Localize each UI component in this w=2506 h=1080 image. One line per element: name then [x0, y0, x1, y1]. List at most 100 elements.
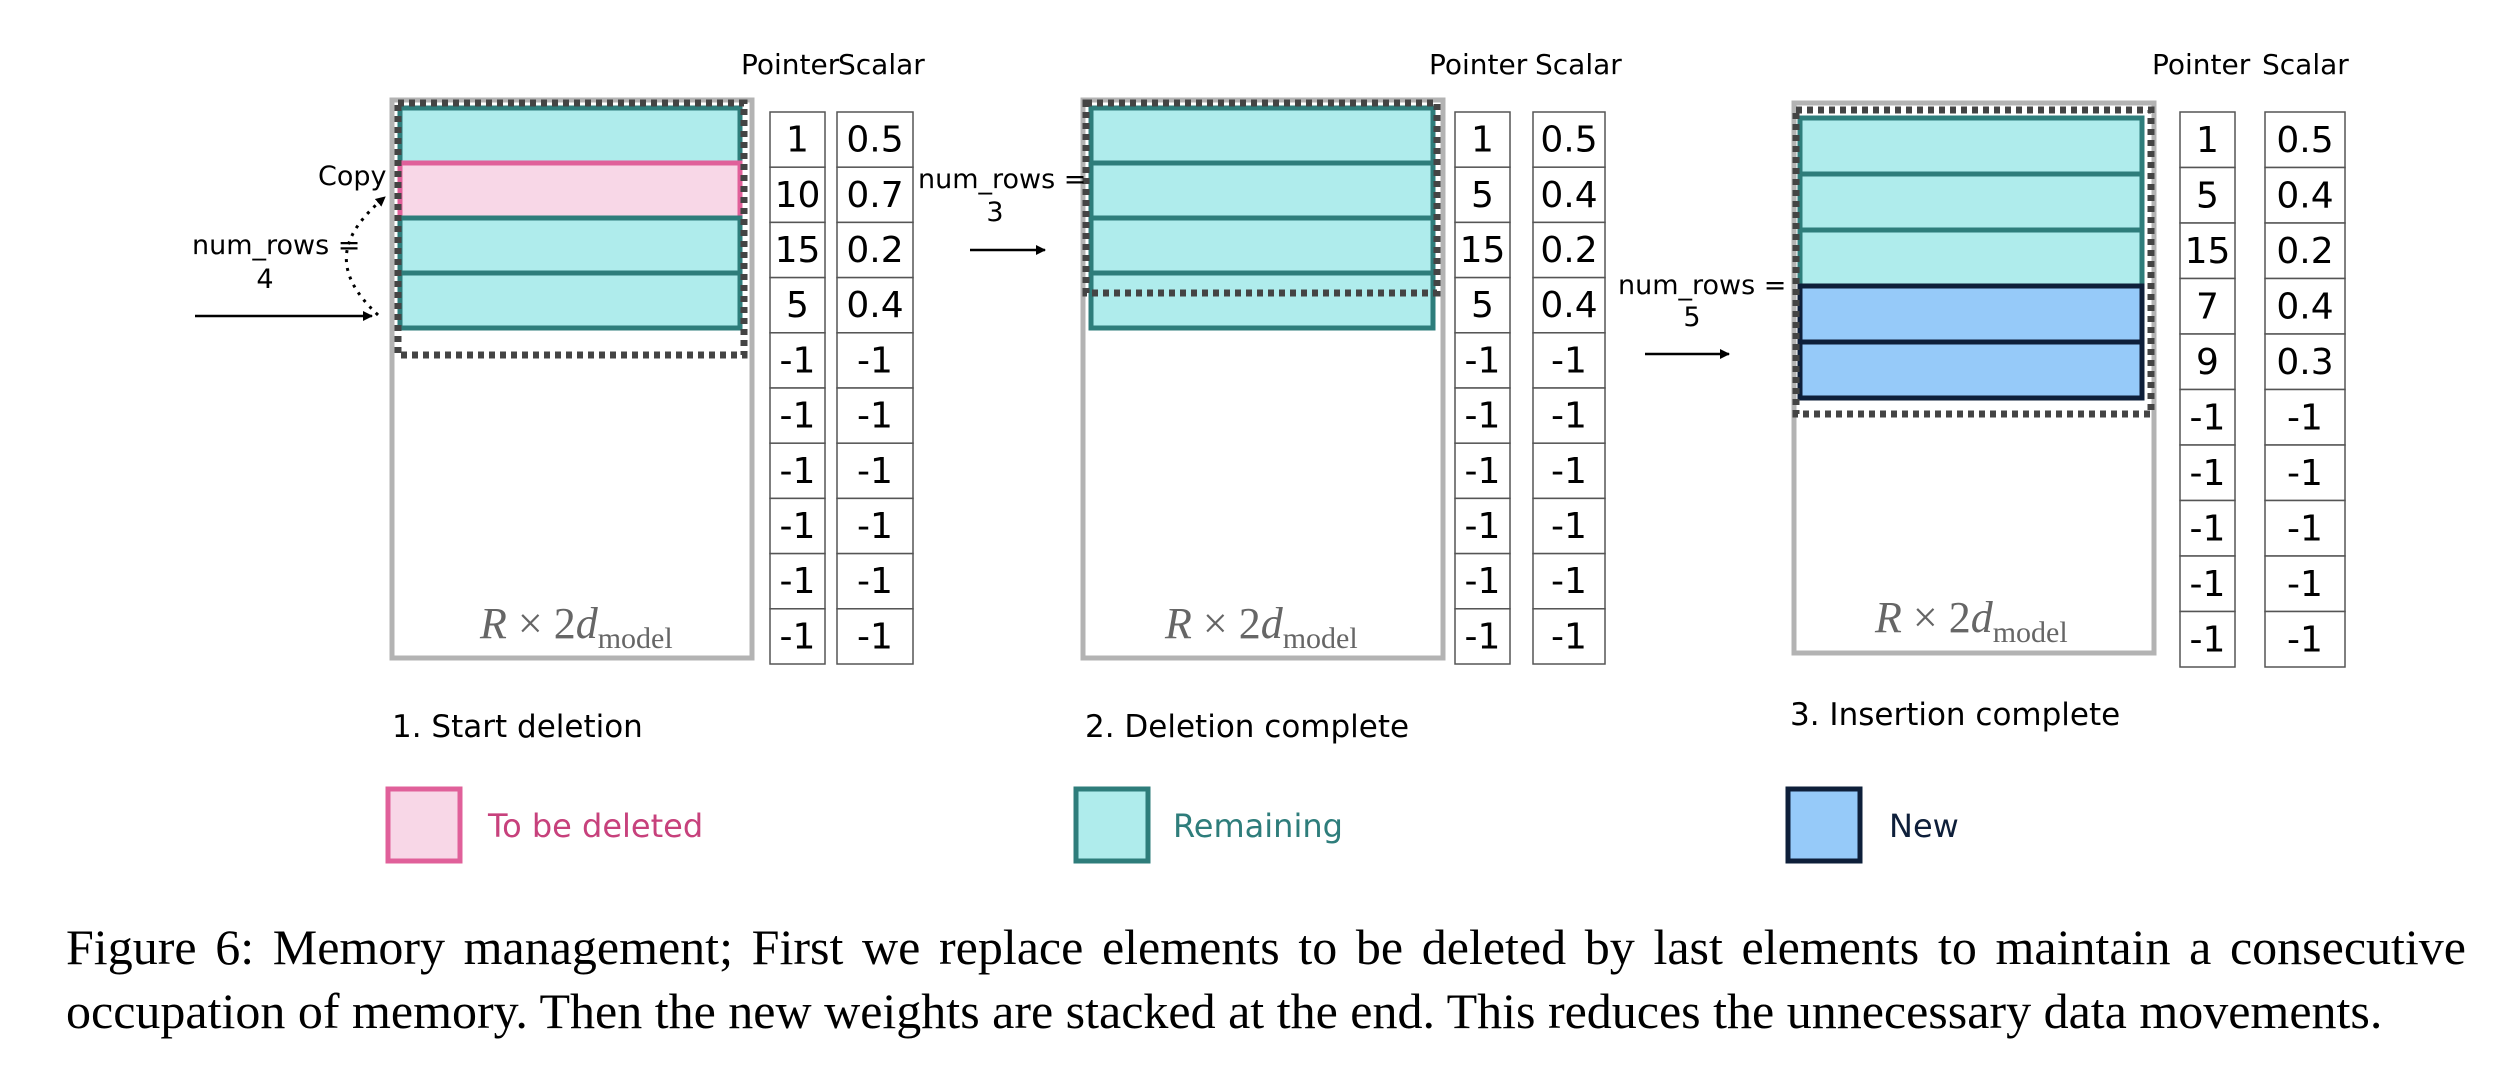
scalar-cell	[836, 387, 914, 444]
pointer-cell	[769, 442, 826, 500]
pointer-value: -1	[2190, 508, 2226, 549]
pointer-cell	[769, 166, 826, 224]
memory-frame	[389, 97, 755, 661]
pointer-value: 1	[1471, 120, 1494, 161]
scalar-cell	[1532, 111, 1606, 168]
num-rows-label: num_rows =	[918, 164, 1086, 195]
num-rows-label: num_rows =	[192, 230, 360, 261]
scalar-value: 0.4	[1540, 285, 1597, 326]
scalar-value: 0.2	[1540, 230, 1597, 271]
legend-item-to-be-deleted: To be deleted	[385, 786, 703, 864]
pointer-cell	[2179, 333, 2236, 391]
scalar-cell	[1532, 608, 1606, 665]
scalar-value: -1	[2287, 508, 2323, 549]
pointer-cell	[769, 387, 826, 444]
pointer-header: Pointer	[1429, 48, 1528, 81]
scalar-value: 0.4	[2276, 175, 2333, 216]
panel-insertion-complete: Pointer Scalar R × 2dmodel 151579-1-1-1-…	[1618, 48, 2349, 733]
pointer-cell	[1454, 166, 1511, 224]
figure-caption: Figure 6: Memory management; First we re…	[66, 919, 2466, 1039]
memory-rows	[397, 105, 743, 331]
memory-row-new	[1797, 283, 2145, 345]
scalar-cell	[1532, 221, 1606, 279]
scalar-cell	[836, 111, 914, 168]
pointer-cell	[1454, 332, 1511, 389]
scalar-value: 0.3	[2276, 342, 2333, 383]
pointer-cell	[2179, 166, 2236, 224]
legend-label: New	[1889, 807, 1959, 845]
panel-deletion-complete: Pointer Scalar R × 2dmodel 15155-1-1-1-1…	[918, 48, 1622, 745]
occupied-region-marker	[394, 99, 748, 359]
legend-swatch	[385, 786, 463, 864]
scalar-value: -1	[1551, 506, 1587, 547]
pointer-cell	[1454, 387, 1511, 444]
pointer-value: -1	[780, 616, 816, 657]
pointer-value: -1	[1465, 616, 1501, 657]
pointer-value: 5	[2196, 175, 2219, 216]
scalar-value: -1	[2287, 453, 2323, 494]
pointer-header: Pointer	[741, 48, 840, 81]
legend-swatch	[1785, 786, 1863, 864]
memory-row-remaining	[1088, 215, 1436, 276]
step-label: 1. Start deletion	[392, 709, 643, 745]
scalar-value: -1	[857, 451, 893, 492]
scalar-value: 0.4	[2276, 286, 2333, 327]
scalar-cell	[2264, 277, 2346, 335]
pointer-value: 1	[2196, 120, 2219, 161]
pointer-value: 15	[775, 230, 821, 271]
scalar-header: Scalar	[838, 48, 925, 81]
scalar-value: 0.4	[846, 285, 903, 326]
num-rows-label: num_rows =	[1618, 270, 1786, 301]
scalar-column: 0.50.70.20.4-1-1-1-1-1-1	[836, 111, 914, 665]
pointer-cell	[2179, 610, 2236, 668]
memory-row-to-be-deleted	[397, 160, 743, 221]
pointer-value: -1	[780, 340, 816, 381]
pointer-value: -1	[780, 506, 816, 547]
pointer-cell	[1454, 221, 1511, 279]
scalar-value: 0.5	[846, 120, 903, 161]
pointer-value: -1	[1465, 561, 1501, 602]
pointer-value: -1	[2190, 453, 2226, 494]
scalar-cell	[1532, 387, 1606, 444]
legend: To be deleted Remaining New	[385, 786, 1959, 864]
scalar-value: -1	[1551, 340, 1587, 381]
scalar-cell	[836, 166, 914, 224]
scalar-column: 0.50.40.20.4-1-1-1-1-1-1	[1532, 111, 1606, 665]
scalar-cell	[2264, 111, 2346, 169]
scalar-value: -1	[857, 340, 893, 381]
scalar-cell	[2264, 610, 2346, 668]
step-label: 2. Deletion complete	[1085, 709, 1409, 745]
scalar-column: 0.50.40.20.40.3-1-1-1-1-1	[2264, 111, 2346, 668]
pointer-value: 15	[1460, 230, 1506, 271]
pointer-cell	[1454, 497, 1511, 555]
pointer-value: -1	[780, 561, 816, 602]
panel-start-deletion: Pointer Scalar R × 2dmodel 110155-1-1-1-…	[192, 48, 925, 745]
scalar-cell	[2264, 388, 2346, 446]
pointer-value: -1	[1465, 396, 1501, 437]
scalar-value: 0.5	[1540, 120, 1597, 161]
legend-swatch	[1073, 786, 1151, 864]
pointer-cell	[1454, 111, 1511, 168]
scalar-cell	[836, 497, 914, 555]
pointer-cell	[769, 332, 826, 389]
pointer-value: 9	[2196, 342, 2219, 383]
scalar-cell	[836, 442, 914, 500]
copy-label: Copy	[318, 161, 387, 192]
memory-row-remaining	[1797, 115, 2145, 177]
pointer-value: -1	[2190, 619, 2226, 660]
scalar-cell	[1532, 497, 1606, 555]
pointer-cell	[769, 276, 826, 334]
pointer-cell	[2179, 111, 2236, 169]
pointer-value: -1	[2190, 564, 2226, 605]
pointer-value: -1	[1465, 451, 1501, 492]
occupied-region-marker	[1082, 99, 1441, 297]
scalar-value: -1	[1551, 451, 1587, 492]
scalar-value: -1	[2287, 564, 2323, 605]
memory-row-new	[1797, 339, 2145, 401]
pointer-value: -1	[2190, 397, 2226, 438]
pointer-cell	[1454, 608, 1511, 665]
memory-row-remaining	[397, 270, 743, 331]
pointer-cell	[2179, 222, 2236, 280]
